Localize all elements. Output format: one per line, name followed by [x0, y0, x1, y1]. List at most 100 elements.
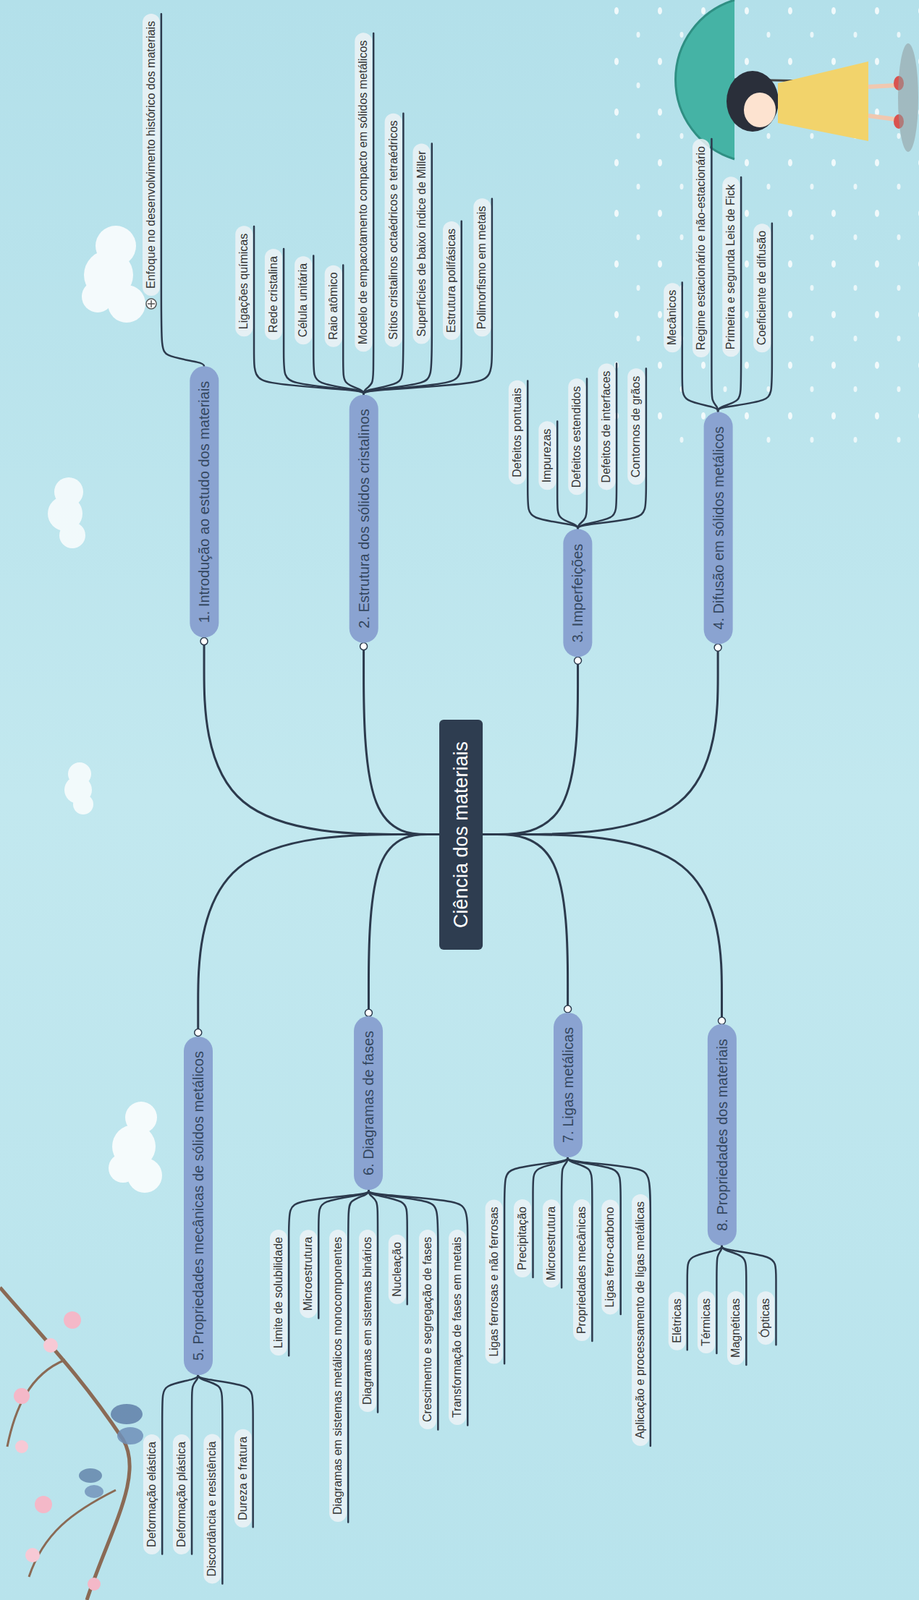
topic-text: Superfícies de baixo índice de Miller — [413, 151, 431, 338]
subtopic-line — [283, 248, 364, 395]
subtopic: Defeitos estendidos — [568, 379, 586, 496]
subtopic: Diagramas em sistemas binários — [358, 1230, 377, 1413]
topic-text: Diagramas em sistemas metálicos monocomp… — [329, 1237, 347, 1516]
topic-text: Dureza e fratura — [234, 1437, 252, 1522]
raindrops — [607, 0, 919, 449]
umbrella-girl — [726, 70, 779, 132]
topic-text: Célula unitária — [294, 262, 312, 337]
subtopic-line — [253, 226, 364, 395]
subtopic: Estrutura polifásicas — [442, 221, 461, 341]
subtopic: Superfícies de baixo índice de Miller — [413, 144, 431, 345]
umbrella-girl — [675, 0, 735, 160]
subtopic: Ligações químicas — [235, 226, 253, 338]
main-topic: 8. Propriedades dos materiais — [706, 1024, 736, 1247]
junction-dot — [717, 1017, 726, 1025]
blossom-branch — [13, 1388, 30, 1405]
blossom-branch — [84, 1485, 104, 1499]
subtopic: Limite de solubilidade — [269, 1230, 288, 1357]
topic-text: Polimorfismo em metais — [473, 206, 491, 330]
subtopic: Nucleação — [388, 1235, 406, 1306]
topic-text: Crescimento e segregação de fases — [418, 1237, 437, 1423]
junction-dot — [200, 638, 208, 646]
subtopic: Magnéticas — [727, 1291, 745, 1366]
blossom-branch — [117, 1427, 144, 1446]
subtopic-line — [368, 1190, 468, 1426]
topic-text: Deformação elástica — [143, 1442, 161, 1548]
topic-text: Mecânicos — [663, 290, 681, 346]
subtopic-line — [716, 1246, 722, 1354]
main-branch-line — [204, 638, 440, 836]
topic-text: Defeitos estendidos — [568, 386, 586, 489]
subtopic: Célula unitária — [294, 255, 312, 344]
junction-dot — [564, 1005, 572, 1014]
subtopic: Aplicação e processamento de ligas metál… — [631, 1194, 650, 1447]
cloud — [64, 762, 94, 815]
subtopic: Coeficiente de difusão — [753, 223, 771, 353]
topic-text: Térmicas — [697, 1298, 715, 1347]
topic-text: Primeira e segunda Leis de Fick — [722, 184, 740, 351]
umbrella-girl — [777, 61, 869, 142]
subtopic: Modelo de empacotamento compacto em sóli… — [354, 33, 372, 353]
umbrella-girl — [868, 85, 896, 87]
expand-symbol — [146, 298, 157, 309]
topic-text: 7. Ligas metálicas — [553, 1027, 583, 1144]
subtopic-line — [161, 13, 205, 367]
umbrella-girl — [868, 115, 896, 120]
blossom-branch — [25, 1548, 40, 1564]
subtopic-line — [162, 1375, 199, 1556]
topic-text: Estrutura polifásicas — [442, 228, 461, 333]
cloud — [47, 477, 86, 549]
subtopic: Crescimento e segregação de fases — [418, 1230, 437, 1430]
topic-text: Precipitação — [514, 1207, 532, 1271]
main-branch-line — [482, 644, 718, 835]
subtopic: Rede cristalina — [264, 248, 283, 341]
cloud — [73, 794, 94, 815]
main-topic: 1. Introdução ao estudo dos materiais — [189, 366, 219, 639]
subtopic-line — [504, 1157, 569, 1365]
main-topic: 6. Diagramas de fases — [353, 1016, 383, 1191]
umbrella-girl — [898, 43, 919, 152]
topic-text: 5. Propriedades mecânicas de sólidos met… — [183, 1051, 213, 1362]
junction-dot — [714, 644, 722, 652]
junction-dot — [194, 1029, 202, 1037]
subtopic: Impurezas — [538, 421, 556, 490]
subtopic: Térmicas — [697, 1291, 715, 1354]
central-topic: Ciência dos materiais — [439, 720, 483, 951]
topic-text: Deformação plástica — [172, 1442, 191, 1548]
main-topic: 7. Ligas metálicas — [553, 1013, 583, 1158]
subtopic: Dureza e fratura — [234, 1429, 252, 1529]
subtopic-line — [717, 177, 741, 412]
subtopic: Ópticas — [756, 1291, 775, 1346]
main-topic: 4. Difusão em sólidos metálicos — [703, 411, 733, 645]
subtopic-line — [368, 1190, 438, 1430]
topic-text: Raio atômico — [324, 272, 342, 341]
topic-text: Sítios cristalinos octaédricos e tetraéd… — [384, 120, 402, 341]
topic-text: Aplicação e processamento de ligas metál… — [631, 1201, 650, 1440]
main-branch-line — [482, 657, 578, 835]
subtopic: Ligas ferro-carbono — [602, 1199, 620, 1315]
subtopic: Propriedades mecânicas — [573, 1199, 591, 1342]
topic-text: Ligas ferro-carbono — [602, 1207, 620, 1308]
main-branch-line — [482, 835, 568, 1014]
topic-text: Impurezas — [538, 428, 556, 483]
subtopic-line — [721, 1246, 747, 1366]
subtopic: Transformação de fases em metais — [448, 1230, 467, 1426]
topic-text: 6. Diagramas de fases — [353, 1031, 383, 1176]
topic-text: Diagramas em sistemas binários — [358, 1237, 377, 1406]
blossom-branch — [0, 1288, 144, 1600]
main-topic: 3. Imperfeições — [563, 528, 593, 658]
junction-dot — [574, 657, 582, 665]
topic-text: Enfoque no desenvolvimento histórico dos… — [142, 20, 160, 289]
topic-text: 1. Introdução ao estudo dos materiais — [189, 381, 219, 624]
topic-text: Microestrutura — [542, 1207, 561, 1281]
topic-text: Limite de solubilidade — [269, 1237, 288, 1349]
topic-text: Defeitos pontuais — [508, 387, 527, 478]
subtopic-line — [198, 1375, 223, 1585]
subtopic: Mecânicos — [663, 282, 681, 353]
umbrella-girl — [743, 92, 776, 128]
topic-text: Defeitos de interfaces — [597, 370, 616, 483]
main-branch-line — [198, 835, 440, 1037]
subtopic: Primeira e segunda Leis de Fick — [722, 177, 740, 358]
blossom-branch — [28, 1490, 116, 1578]
